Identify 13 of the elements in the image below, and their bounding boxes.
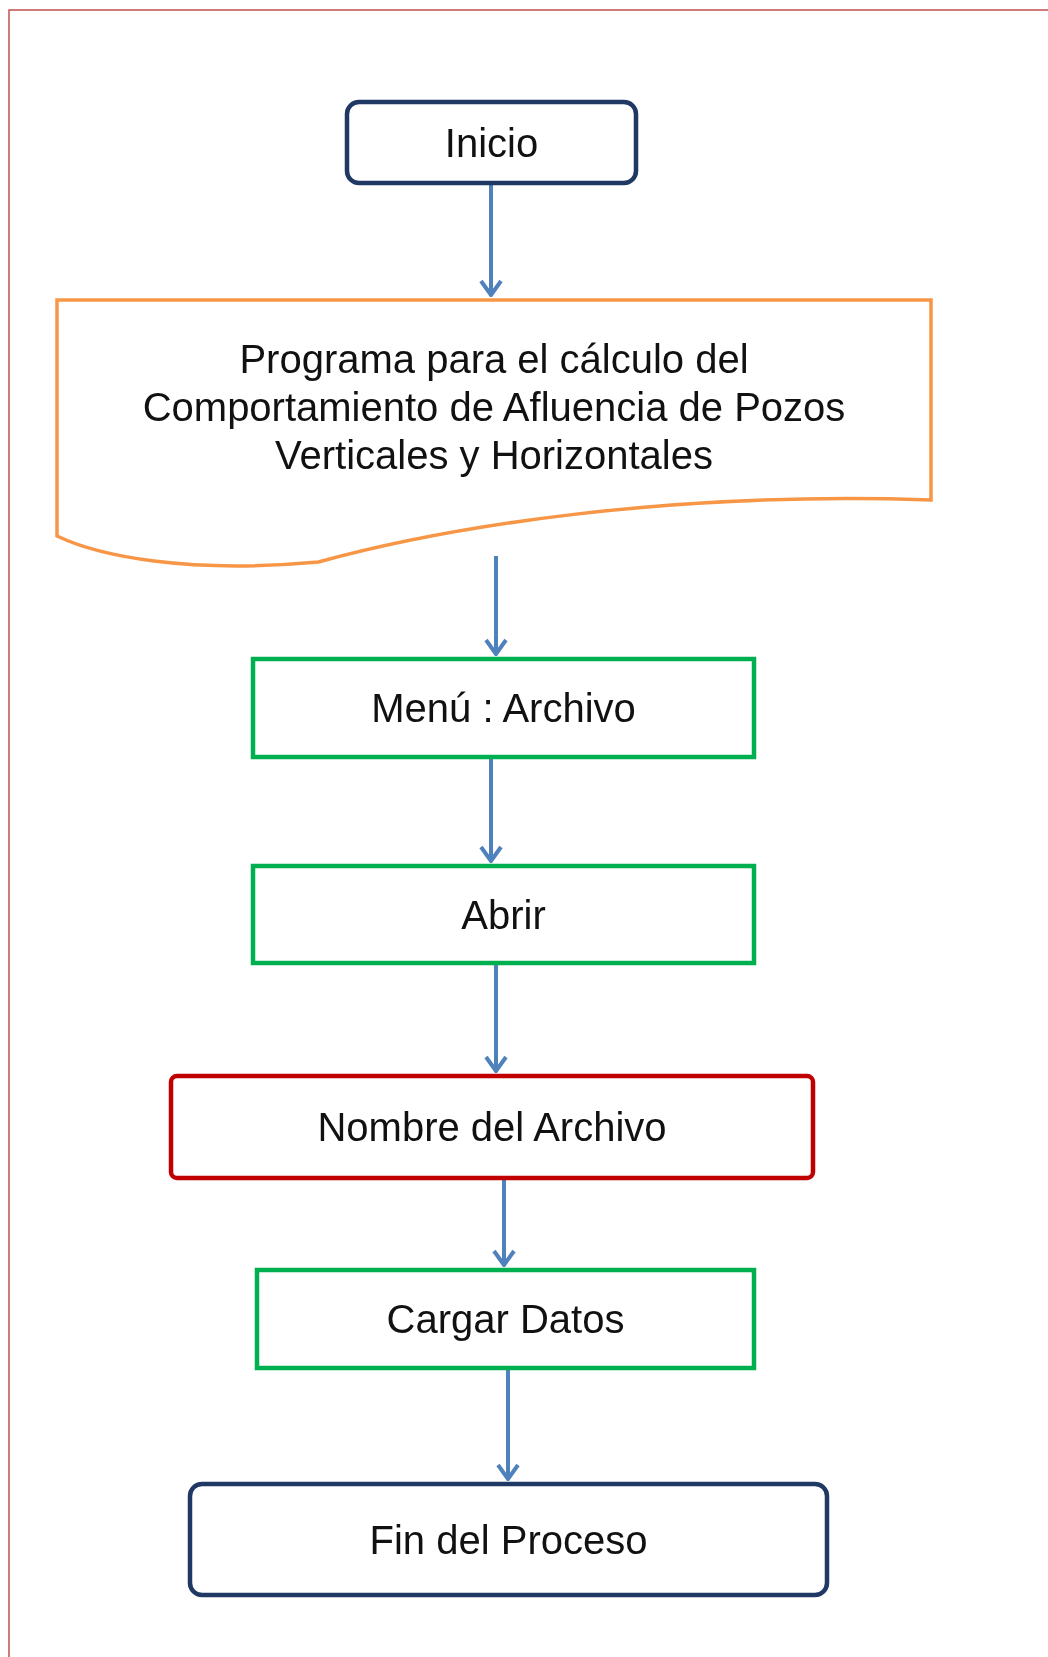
node-label: Cargar Datos xyxy=(386,1296,625,1343)
arrow xyxy=(492,1180,516,1267)
arrow xyxy=(479,759,503,863)
node-label: Nombre del Archivo xyxy=(317,1104,667,1151)
node-label: Fin del Proceso xyxy=(369,1516,648,1564)
arrow xyxy=(484,556,508,656)
node-label: Inicio xyxy=(444,119,539,167)
node-label: Programa para el cálculo del Comportamiento de Afluencia de Pozos Verticales y Horizontales xyxy=(141,336,847,479)
node-label: Abrir xyxy=(461,891,546,939)
arrow xyxy=(484,965,508,1073)
node-label: Menú : Archivo xyxy=(371,685,636,732)
arrow xyxy=(496,1370,520,1481)
arrow xyxy=(479,185,503,297)
